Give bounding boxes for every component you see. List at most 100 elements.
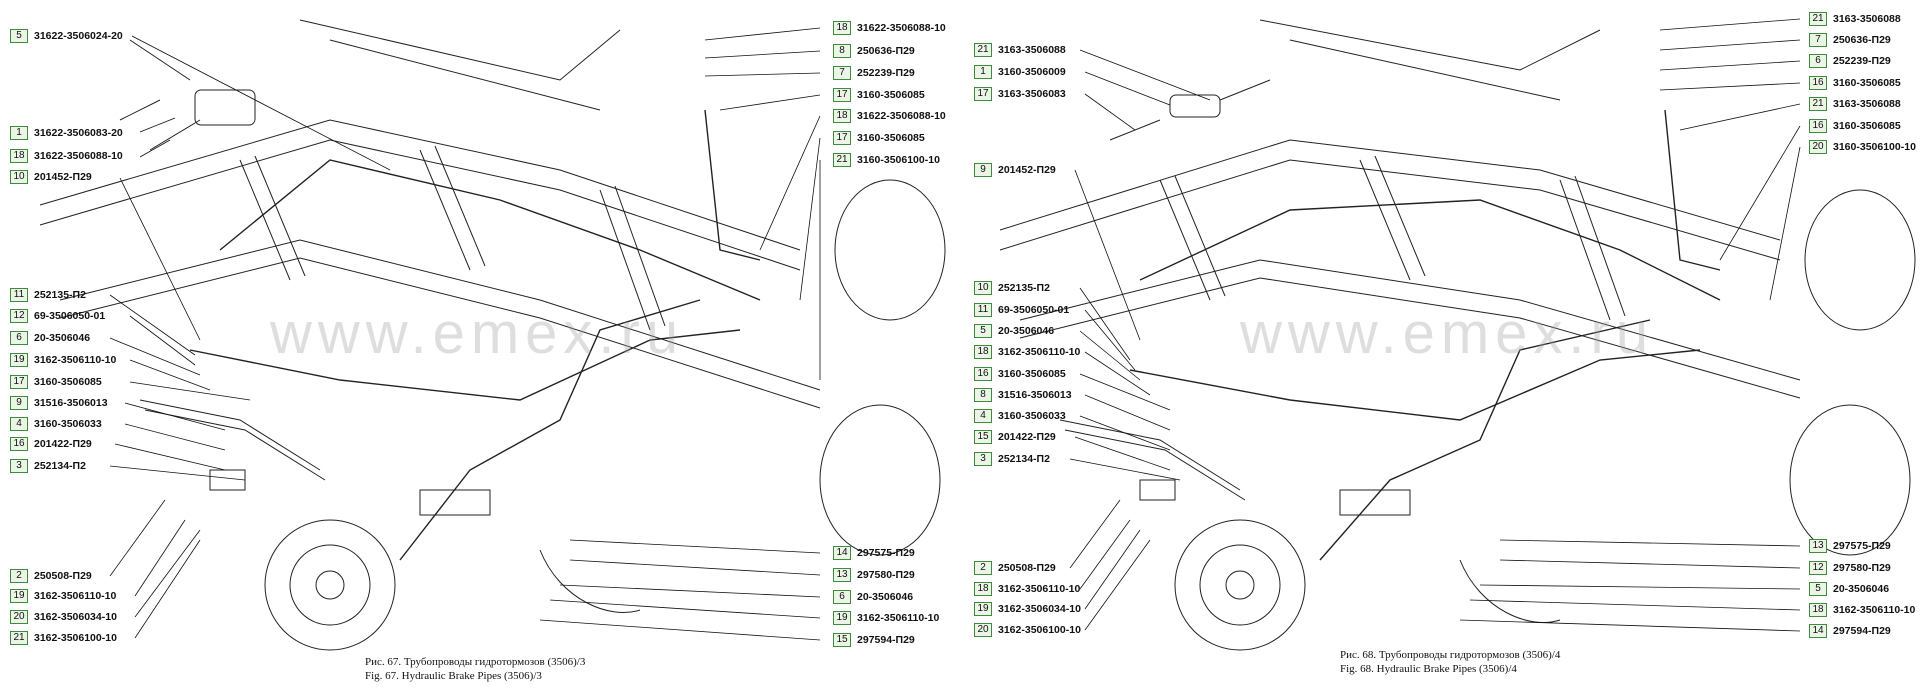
rear-wheel-right-2 [1789, 404, 1911, 556]
part-number-badge: 8 [974, 388, 992, 402]
part-code: 3162-3506110-10 [857, 612, 940, 624]
brake-shoe [539, 549, 641, 613]
leader-lines-68 [1069, 18, 1801, 632]
part-number-badge: 15 [833, 633, 851, 647]
part-number-badge: 17 [10, 375, 28, 389]
part-label: 17 3160-3506085 [833, 131, 925, 145]
part-number-badge: 10 [10, 170, 28, 184]
part-number-badge: 20 [974, 623, 992, 637]
part-code: 31622-3506088-10 [34, 150, 123, 162]
bracket-block [209, 469, 246, 491]
leader-lines-67 [109, 27, 821, 641]
part-number-badge: 18 [1809, 603, 1827, 617]
part-number-badge: 16 [10, 437, 28, 451]
brake-drum-outer [1174, 519, 1306, 651]
part-number-badge: 18 [833, 21, 851, 35]
frame-crossmember [239, 149, 651, 331]
part-number-badge: 18 [974, 345, 992, 359]
part-number-badge: 18 [10, 149, 28, 163]
brake-pipe-front [189, 329, 741, 401]
part-number-badge: 11 [10, 288, 28, 302]
part-number-badge: 21 [1809, 12, 1827, 26]
part-number-badge: 5 [1809, 582, 1827, 596]
part-label: 18 31622-3506088-10 [10, 149, 123, 163]
part-number-badge: 11 [974, 303, 992, 317]
brake-pipe-main [219, 159, 761, 301]
part-code: 3160-3506085 [998, 368, 1066, 380]
part-number-badge: 2 [10, 569, 28, 583]
part-number-badge: 4 [10, 417, 28, 431]
part-code: 20-3506046 [34, 332, 91, 344]
part-number-badge: 8 [833, 44, 851, 58]
frame-outline [1259, 19, 1601, 101]
frame-crossmember-2 [254, 145, 666, 327]
part-code: 297575-П29 [857, 547, 915, 559]
part-code: 3162-3506034-10 [998, 603, 1081, 615]
frame-rail-lower [59, 239, 821, 391]
part-code: 3160-3506085 [857, 132, 925, 144]
part-number-badge: 6 [10, 331, 28, 345]
part-code: 20-3506046 [998, 325, 1055, 337]
part-code: 3162-3506110-10 [34, 590, 117, 602]
part-code: 3162-3506110-10 [998, 583, 1081, 595]
part-number-badge: 17 [974, 87, 992, 101]
part-number-badge: 17 [833, 131, 851, 145]
part-number-badge: 2 [974, 561, 992, 575]
figure-68-drawing [999, 18, 1916, 651]
brake-drum-hub [315, 570, 345, 600]
part-number-badge: 21 [1809, 97, 1827, 111]
part-number-badge: 1 [974, 65, 992, 79]
brake-drum-inner [289, 544, 371, 626]
part-code: 31622-3506088-10 [857, 22, 946, 34]
part-number-badge: 18 [833, 109, 851, 123]
part-code: 297594-П29 [857, 634, 915, 646]
part-number-badge: 5 [10, 29, 28, 43]
part-code: 201452-П29 [998, 164, 1056, 176]
part-code: 201422-П29 [998, 431, 1056, 443]
frame-rail-upper-2 [39, 139, 801, 271]
part-number-badge: 12 [1809, 561, 1827, 575]
frame-crossmember-2 [1174, 155, 1626, 317]
brake-drum-inner [1199, 544, 1281, 626]
watermark-text: www.emex.ru [1240, 301, 1655, 366]
part-number-badge: 3 [10, 459, 28, 473]
part-code: 3160-3506033 [34, 418, 102, 430]
frame-rail-lower-2 [59, 257, 821, 409]
leaf-spring [1059, 419, 1246, 501]
part-code: 20-3506046 [857, 591, 914, 603]
part-number-badge: 7 [833, 66, 851, 80]
frame-outline [299, 19, 621, 111]
part-number-badge: 15 [974, 430, 992, 444]
part-number-badge: 3 [974, 452, 992, 466]
part-number-badge: 20 [10, 610, 28, 624]
part-code: 3163-3506088 [998, 44, 1066, 56]
figure-67-drawing [39, 19, 946, 651]
